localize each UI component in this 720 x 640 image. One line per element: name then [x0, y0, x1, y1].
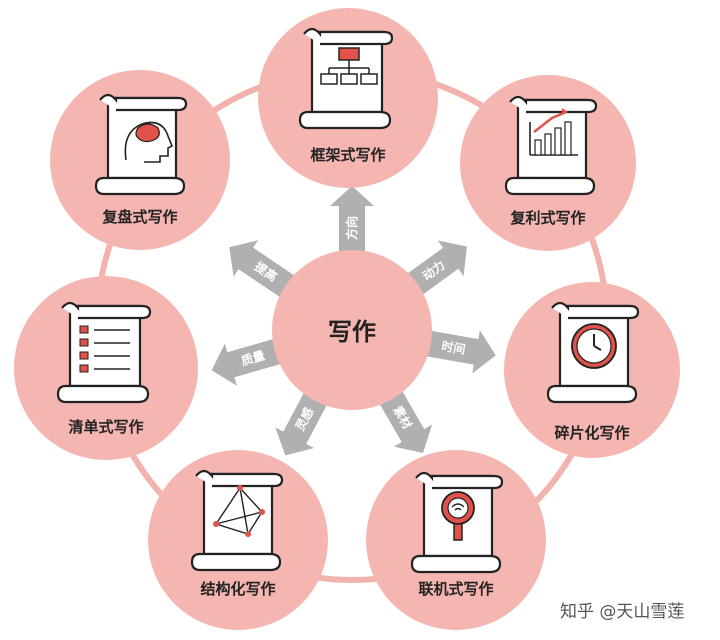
- brain-icon: [124, 121, 174, 163]
- arrow-shape: [402, 240, 467, 299]
- arrow: [376, 385, 433, 453]
- node-label: 碎片化写作: [554, 424, 629, 442]
- scroll-icon: [504, 95, 598, 196]
- node-label: 清单式写作: [68, 418, 143, 436]
- arrow: [211, 337, 287, 386]
- arrow: [229, 240, 300, 301]
- arrow-label: 质量: [239, 347, 266, 368]
- node-checklist: 清单式写作: [14, 276, 198, 460]
- node-fragment: 碎片化写作: [504, 282, 680, 458]
- arrow: [420, 329, 496, 374]
- node-label: 联机式写作: [418, 580, 493, 598]
- arrow: [275, 387, 330, 456]
- org-chart-icon: [320, 47, 378, 85]
- arrow-shape: [229, 240, 300, 301]
- arrow: [330, 186, 374, 258]
- arrow: [402, 240, 467, 299]
- watermark: 知乎 @天山雪莲: [560, 602, 684, 622]
- pyramid-icon: [213, 485, 265, 537]
- scroll-icon: [56, 301, 152, 404]
- center-label: 写作: [328, 318, 376, 346]
- node-label: 结构化写作: [200, 580, 275, 598]
- center-circle: [272, 250, 432, 410]
- node-compound: 复利式写作: [460, 75, 636, 251]
- node-label: 复盘式写作: [101, 208, 177, 226]
- clock-icon: [571, 323, 617, 369]
- node-review: 复盘式写作: [50, 70, 230, 250]
- node-structure: 结构化写作: [148, 450, 328, 630]
- node-label: 复利式写作: [509, 209, 585, 227]
- scroll-icon: [190, 469, 284, 572]
- scroll-icon: [94, 93, 188, 196]
- arrow-shape: [420, 329, 496, 374]
- growth-chart-icon: [529, 108, 578, 156]
- arrow-label: 方向: [344, 216, 359, 240]
- node-link: 联机式写作: [366, 450, 546, 630]
- scroll-icon: [298, 27, 394, 130]
- arrow-shape: [211, 337, 287, 386]
- magnifier-icon: [441, 491, 475, 541]
- arrow-shape: [330, 186, 374, 258]
- node-label: 框架式写作: [310, 146, 385, 164]
- checklist-icon: [79, 325, 130, 373]
- arrow-shape: [275, 387, 330, 456]
- arrow-label: 时间: [440, 338, 466, 357]
- node-framework: 框架式写作: [258, 8, 438, 188]
- arrow-shape: [376, 385, 433, 453]
